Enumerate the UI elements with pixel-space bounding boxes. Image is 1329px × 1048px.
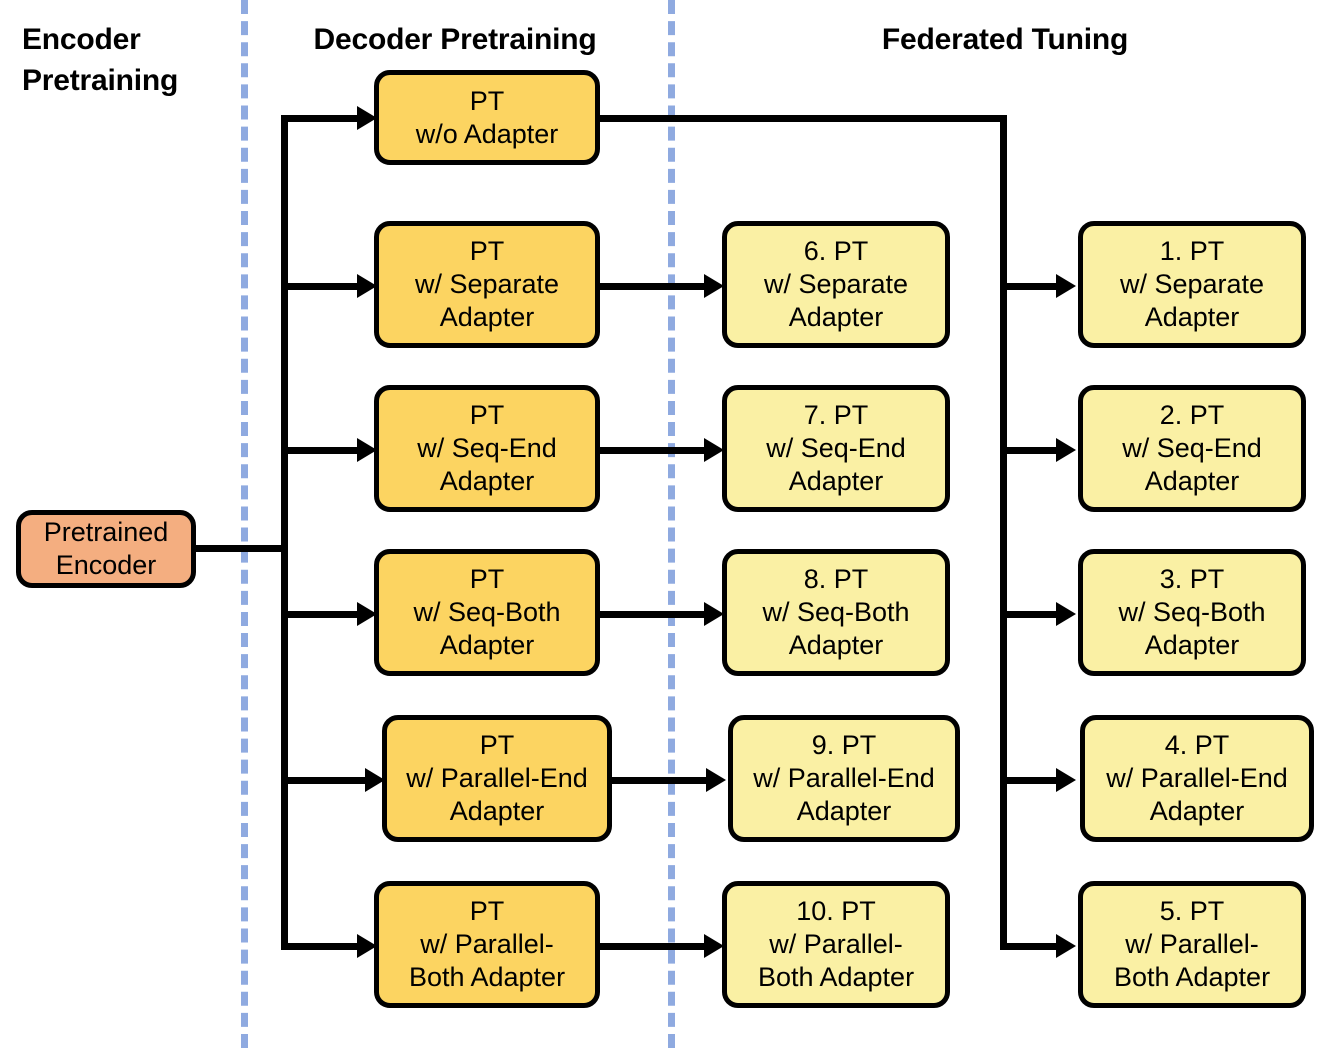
arrowhead-pt-wo-adapter [357,106,377,130]
connector-bus-to-pt-parallel-both [281,943,365,950]
node-ft-1-separate[interactable]: 1. PT w/ Separate Adapter [1078,221,1306,348]
arrowhead-ft4 [1056,768,1076,792]
node-ft-4-parallel-end[interactable]: 4. PT w/ Parallel-End Adapter [1080,715,1314,842]
node-pt-wo-adapter[interactable]: PT w/o Adapter [374,70,600,165]
connector-bus-to-pt-parallel-end [281,777,373,784]
node-pt-seq-end[interactable]: PT w/ Seq-End Adapter [374,385,600,512]
left-bus-vertical [281,115,288,950]
right-bus-vertical [1000,115,1007,950]
connector-bus-to-ft5 [1000,943,1064,950]
node-pt-parallel-end[interactable]: PT w/ Parallel-End Adapter [382,715,612,842]
node-ft-2-seq-end[interactable]: 2. PT w/ Seq-End Adapter [1078,385,1306,512]
connector-bus-to-ft3 [1000,611,1064,618]
arrowhead-pt-seq-end [357,438,377,462]
connector-bus-to-ft2 [1000,447,1064,454]
node-ft-8-seq-both[interactable]: 8. PT w/ Seq-Both Adapter [722,549,950,676]
header-encoder-pretraining: Encoder Pretraining [22,23,179,97]
connector-pt-parallel-end-to-ft9 [612,777,712,784]
arrowhead-pt-parallel-both [357,934,377,958]
connector-bus-to-pt-seq-both [281,611,365,618]
node-ft-3-seq-both[interactable]: 3. PT w/ Seq-Both Adapter [1078,549,1306,676]
node-pt-parallel-both[interactable]: PT w/ Parallel- Both Adapter [374,881,600,1008]
arrowhead-pt-seq-both [357,602,377,626]
connector-bus-to-pt-seq-end [281,447,365,454]
arrowhead-ft6 [704,274,724,298]
node-pt-seq-both[interactable]: PT w/ Seq-Both Adapter [374,549,600,676]
arrowhead-ft10 [704,934,724,958]
header-decoder-pretraining: Decoder Pretraining [313,23,597,56]
arrowhead-pt-parallel-end [365,768,385,792]
node-ft-9-parallel-end[interactable]: 9. PT w/ Parallel-End Adapter [728,715,960,842]
connector-pt-parallel-both-to-ft10 [600,943,710,950]
node-pt-separate[interactable]: PT w/ Separate Adapter [374,221,600,348]
header-federated-tuning: Federated Tuning [881,23,1129,56]
connector-encoder-to-bus [196,545,288,552]
divider-encoder-decoder [241,0,248,1048]
divider-decoder-federated [668,0,675,1048]
node-pretrained-encoder[interactable]: Pretrained Encoder [16,510,196,588]
arrowhead-ft5 [1056,934,1076,958]
node-ft-5-parallel-both[interactable]: 5. PT w/ Parallel- Both Adapter [1078,881,1306,1008]
arrowhead-pt-separate [357,274,377,298]
connector-pt-wo-adapter-to-right-bus [600,115,1007,122]
connector-bus-to-ft4 [1000,777,1064,784]
arrowhead-ft3 [1056,602,1076,626]
arrowhead-ft7 [704,438,724,462]
node-ft-7-seq-end[interactable]: 7. PT w/ Seq-End Adapter [722,385,950,512]
arrowhead-ft1 [1056,274,1076,298]
connector-pt-separate-to-ft6 [600,283,710,290]
arrowhead-ft9 [706,768,726,792]
connector-bus-to-ft1 [1000,283,1064,290]
connector-bus-to-pt-wo-adapter [281,115,365,122]
arrowhead-ft8 [704,602,724,626]
node-ft-10-parallel-both[interactable]: 10. PT w/ Parallel- Both Adapter [722,881,950,1008]
node-ft-6-separate[interactable]: 6. PT w/ Separate Adapter [722,221,950,348]
arrowhead-ft2 [1056,438,1076,462]
connector-pt-seq-end-to-ft7 [600,447,710,454]
connector-pt-seq-both-to-ft8 [600,611,710,618]
connector-bus-to-pt-separate [281,283,365,290]
